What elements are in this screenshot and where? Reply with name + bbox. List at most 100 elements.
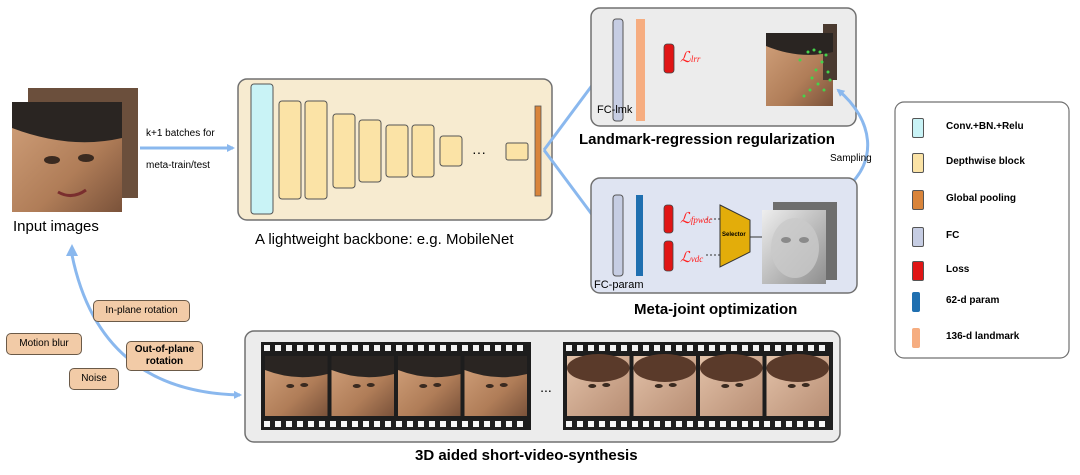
input-eye-right (78, 154, 94, 162)
film-left-sprocket-hole (473, 345, 479, 351)
film-right-sprocket-hole (698, 421, 704, 427)
film-left-frame-eye (499, 383, 508, 387)
film-right-sprocket-hole (775, 421, 781, 427)
film-right-sprocket-hole (731, 421, 737, 427)
film-left-sprocket-hole (462, 345, 468, 351)
tag-motion-blur: Motion blur (6, 333, 82, 355)
legend-swatch-136d-landmark (912, 328, 920, 348)
film-right-frame-eye (735, 383, 744, 387)
film-left-sprocket-hole (407, 345, 413, 351)
film-right-sprocket-hole (819, 345, 825, 351)
video-ellipsis: ... (540, 379, 552, 395)
legend-item-loss: Loss (912, 261, 1072, 281)
meta-fc-layer (612, 194, 624, 277)
film-left-sprocket-hole (308, 421, 314, 427)
film-right-sprocket-hole (698, 345, 704, 351)
arrow-head-up-input (66, 244, 78, 256)
film-right-sprocket-hole (599, 421, 605, 427)
legend-item-global-pooling: Global pooling (912, 190, 1072, 210)
backbone-conv-layer (250, 83, 274, 215)
meta-62d-param-layer (636, 195, 643, 276)
tag-noise: Noise (69, 368, 119, 390)
selector-label: Selector (722, 232, 746, 238)
film-left-sprocket-hole (264, 421, 270, 427)
film-right-sprocket-hole (676, 421, 682, 427)
film-left-sprocket-hole (440, 421, 446, 427)
film-strip-right (563, 342, 833, 430)
film-left-sprocket-hole (396, 345, 402, 351)
film-left-frame-eye (366, 383, 375, 387)
film-left-frame-eye (485, 384, 494, 388)
backbone-ellipsis: ··· (472, 144, 486, 160)
film-right-sprocket-hole (566, 421, 572, 427)
film-right-sprocket-hole (621, 421, 627, 427)
film-right-sprocket-hole (676, 345, 682, 351)
landmark-loss-label: ℒlrr (680, 48, 700, 67)
film-right-sprocket-hole (566, 345, 572, 351)
video-section-title: 3D aided short-video-synthesis (415, 447, 638, 464)
film-left-sprocket-hole (352, 345, 358, 351)
backbone-caption: A lightweight backbone: e.g. MobileNet (255, 231, 514, 248)
film-left-sprocket-hole (330, 345, 336, 351)
film-right-frame-eye (787, 384, 796, 388)
film-left-sprocket-hole (341, 421, 347, 427)
film-left-sprocket-hole (275, 345, 281, 351)
film-right-frame-eye (721, 384, 730, 388)
film-right-sprocket-hole (665, 421, 671, 427)
film-right-frame-eye (801, 383, 810, 387)
input-images (12, 88, 138, 212)
film-left-frame-hat (265, 356, 328, 378)
input-images-label: Input images (13, 218, 99, 235)
backbone-depthwise-8 (505, 142, 529, 161)
film-left-sprocket-hole (275, 421, 281, 427)
film-strip-left (261, 342, 531, 430)
film-left-sprocket-hole (385, 421, 391, 427)
legend-label-loss: Loss (946, 264, 970, 275)
film-left-sprocket-hole (484, 345, 490, 351)
film-left-sprocket-hole (418, 345, 424, 351)
film-right-sprocket-hole (742, 421, 748, 427)
film-left-sprocket-hole (363, 421, 369, 427)
landmark-loss-sub: lrr (690, 54, 701, 64)
film-right-sprocket-hole (599, 345, 605, 351)
legend-item-fc: FC (912, 227, 1072, 247)
film-left-sprocket-hole (297, 345, 303, 351)
meta-loss-fpwdc-box (663, 204, 674, 234)
legend-swatch-depthwise (912, 153, 924, 173)
film-right-frame-eye (668, 383, 677, 387)
landmark-loss-symbol: ℒ (680, 50, 691, 66)
legend-swatch-fc (912, 227, 924, 247)
film-left-sprocket-hole (308, 345, 314, 351)
batches-label-line1: k+1 batches for (146, 128, 215, 139)
batches-label-line2: meta-train/test (146, 160, 210, 171)
film-right-sprocket-hole (610, 345, 616, 351)
film-left-frame-eye (419, 384, 428, 388)
legend-label-conv: Conv.+BN.+Relu (946, 121, 1024, 132)
film-left-frame-eye (352, 384, 361, 388)
film-left-sprocket-hole (418, 421, 424, 427)
film-left-sprocket-hole (297, 421, 303, 427)
meta-loss-fpwdc-label: ℒfpwdc (680, 209, 712, 228)
meta-loss-vdc-box (663, 240, 674, 272)
film-left-sprocket-hole (264, 345, 270, 351)
legend-label-136d-landmark: 136-d landmark (946, 331, 1020, 342)
film-right-sprocket-hole (819, 421, 825, 427)
film-right-sprocket-hole (731, 345, 737, 351)
film-left-sprocket-hole (319, 421, 325, 427)
film-right-sprocket-hole (709, 421, 715, 427)
film-right-sprocket-hole (720, 421, 726, 427)
film-left-frame-hat (398, 356, 461, 378)
film-right-frame-hair (700, 354, 763, 382)
film-right-sprocket-hole (786, 345, 792, 351)
film-left-sprocket-hole (407, 421, 413, 427)
landmark-fc-layer (612, 18, 624, 122)
film-left-sprocket-hole (286, 421, 292, 427)
film-right-sprocket-hole (610, 421, 616, 427)
film-left-sprocket-hole (506, 345, 512, 351)
film-left-sprocket-hole (440, 345, 446, 351)
film-right-frame-hair (567, 354, 630, 382)
landmark-loss-box (663, 43, 675, 74)
film-right-sprocket-hole (775, 345, 781, 351)
landmark-136d-layer (636, 19, 645, 121)
